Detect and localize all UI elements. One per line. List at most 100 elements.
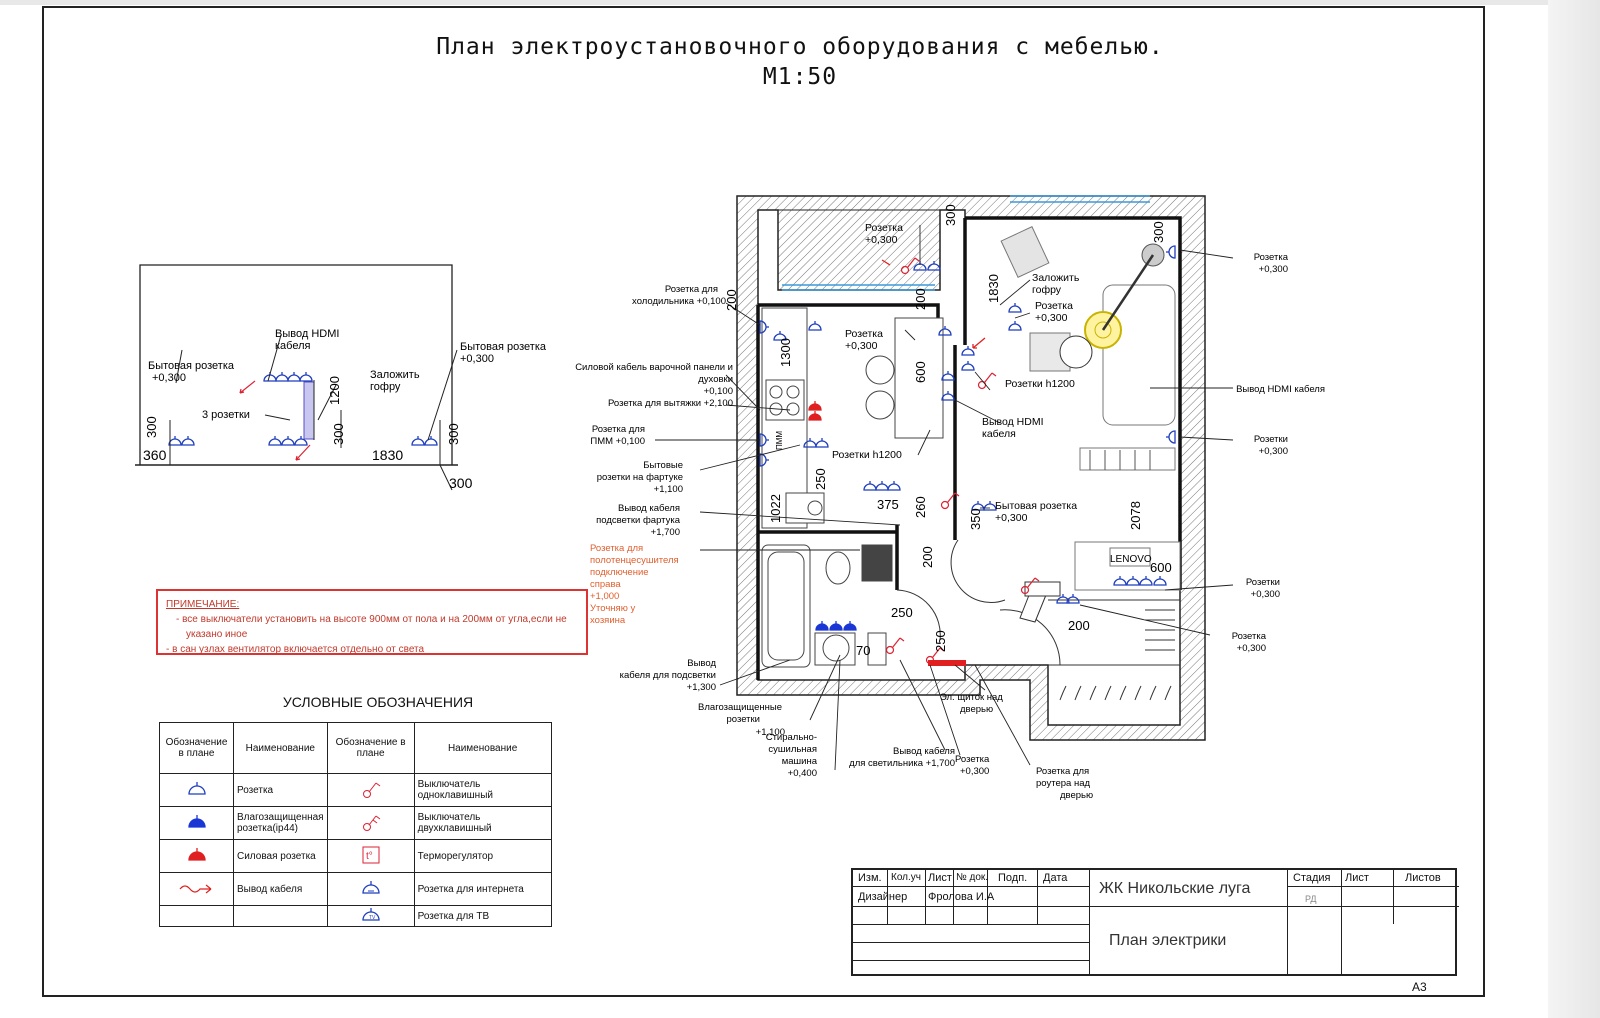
- lbl-balcony-1: Розетка: [865, 222, 903, 234]
- dim-300-a: 300: [943, 204, 958, 226]
- lbl-towel-7: хозяина: [590, 615, 626, 626]
- plan-right-labels: Розетка +0,300 Вывод HDMI кабеля Розетки…: [1232, 252, 1325, 654]
- elev-left-socket-2: +0,300: [152, 372, 186, 384]
- lbl-towel-6: Уточняю у: [590, 603, 635, 614]
- lbl-hob-3: +0,100: [704, 386, 733, 397]
- note-heading: ПРИМЕЧАНИЕ:: [166, 599, 240, 610]
- cable-outlet-icon: [159, 872, 234, 906]
- plan-power-sockets: [808, 400, 822, 421]
- stamp-sheet-name: План электрики: [1109, 932, 1227, 949]
- leader-lines: [655, 225, 1234, 771]
- lbl-kitchen-h1200: Розетки h1200: [832, 449, 902, 461]
- lbl-lamp-1: Вывод кабеля: [893, 746, 955, 757]
- title-line-1: План электроустановочного оборудования с…: [436, 34, 1164, 60]
- lbl-light-3: +1,700: [651, 527, 680, 538]
- legend-title: УСЛОВНЫЕ ОБОЗНАЧЕНИЯ: [282, 694, 474, 710]
- lbl-fridge-2: холодильника +0,100: [632, 296, 726, 307]
- stamp-h-ndok: № док.: [956, 872, 989, 883]
- legend-empty-cell: [159, 905, 234, 927]
- legend-table: Обозначение в плане Наименование Обознач…: [159, 722, 552, 927]
- dim-2078: 2078: [1128, 501, 1143, 530]
- cable-channel: [303, 381, 315, 440]
- legend-row: TV Розетка для ТВ: [159, 905, 552, 927]
- lbl-r-top-2: +0,300: [1259, 264, 1288, 275]
- legend-header: Обозначение в плане: [159, 722, 234, 774]
- stair-lines: [1089, 450, 1151, 470]
- lbl-kitchen-sock-2: +0,300: [845, 340, 878, 352]
- lbl-mirror-3: +1,300: [687, 682, 716, 693]
- thermostat-icon: t°: [326, 839, 415, 873]
- dim-200-a: 200: [724, 289, 739, 311]
- stamp-h-podp: Подп.: [998, 872, 1028, 884]
- drawing-title: План электроустановочного оборудования с…: [420, 32, 1180, 92]
- towel-rail-note: Розетка для полотенцесушителя подключени…: [590, 543, 679, 626]
- dim-250-a: 250: [813, 468, 828, 490]
- lbl-pmm-1: Розетка для: [592, 424, 645, 435]
- lbl-hall-sock-1: Бытовая розетка: [995, 500, 1077, 512]
- lbl-towel-2: полотенцесушителя: [590, 555, 679, 566]
- stamp-h-sheet: Лист: [1345, 872, 1369, 884]
- elev-dim-360: 360: [143, 447, 167, 463]
- lbl-fridge-1: Розетка для: [665, 284, 718, 295]
- elev-dim-300-right: 300: [446, 423, 461, 445]
- dim-250-b: 250: [891, 605, 913, 620]
- legend-header: Наименование: [233, 722, 328, 774]
- dim-200-d: 200: [1068, 618, 1090, 633]
- lbl-washer-1: Стирально-: [766, 732, 817, 743]
- sheet-frame: [42, 6, 1485, 997]
- lbl-room-sock-1: Розетка: [1035, 300, 1073, 312]
- lbl-wet-3: +1,100: [756, 727, 785, 738]
- elev-dim-300-bottom: 300: [449, 475, 473, 491]
- elev-dim-1200: 1200: [327, 376, 342, 405]
- lbl-router-1: Розетка для: [1036, 766, 1089, 777]
- legend-label: Влагозащищенная розетка(ip44): [233, 806, 328, 840]
- lbl-r-low-2: +0,300: [1251, 589, 1280, 600]
- stamp-h-kol: Кол.уч: [891, 872, 921, 883]
- windows: [782, 195, 1150, 291]
- dim-1300: 1300: [778, 338, 793, 367]
- stamp-h-list: Лист: [928, 872, 952, 884]
- lbl-lamp-2: для светильника +1,700: [849, 758, 955, 769]
- dim-350: 350: [968, 508, 983, 530]
- legend-row: Вывод кабеля Розетка для интернета: [159, 872, 552, 906]
- legend-row: Влагозащищенная розетка(ip44) Выключател…: [159, 806, 552, 840]
- lbl-r-bot-1: Розетка: [1232, 631, 1267, 642]
- lbl-hob-1: Силовой кабель варочной панели и: [575, 362, 733, 373]
- legend-label: Силовая розетка: [233, 839, 328, 873]
- right-edge: [1548, 0, 1600, 1018]
- legend-header-row: Обозначение в плане Наименование Обознач…: [159, 722, 552, 774]
- lbl-mirror-1: Вывод: [687, 658, 716, 669]
- lbl-light-2: подсветки фартука: [596, 515, 681, 526]
- dim-200-c: 200: [920, 546, 935, 568]
- wardrobe: [1048, 599, 1180, 701]
- elev-right-socket-2: +0,300: [460, 353, 494, 365]
- legend-row: Розетка Выключатель одноклавишный: [159, 773, 552, 807]
- legend-label: Терморегулятор: [413, 839, 552, 873]
- lbl-mirror-2: кабеля для подсветки: [620, 670, 716, 681]
- lbl-hob-2: духовки: [698, 374, 733, 385]
- note-line-2: указано иное: [186, 629, 248, 640]
- wall-elevation: Вывод HDMI кабеля Бытовая розетка +0,300…: [135, 264, 547, 491]
- legend-label: Выключатель одноклавишный: [413, 773, 552, 807]
- lbl-washer-3: машина: [782, 756, 818, 767]
- legend-label: Розетка для ТВ: [413, 905, 552, 927]
- plan-left-labels: Розетка для холодильника +0,100 Силовой …: [575, 284, 955, 779]
- plan-dimensions: 300 300 200 200 1830 1300 600 1022 250 3…: [724, 204, 1172, 658]
- elev-hdmi-2: кабеля: [275, 340, 311, 352]
- pmm-tag: ПММ: [775, 431, 784, 450]
- stamp-h-izm: Изм.: [858, 872, 882, 884]
- svg-text:t°: t°: [366, 851, 373, 862]
- plan-cable-outlets: [881, 259, 986, 666]
- tv-socket-icon: TV: [326, 905, 415, 927]
- legend-label: [233, 905, 328, 927]
- lbl-wet-2: розетки: [727, 714, 761, 725]
- lbl-balcony-2: +0,300: [865, 234, 898, 246]
- lbl-washer-2: сушильная: [768, 744, 817, 755]
- lbl-r-top-1: Розетка: [1254, 252, 1289, 263]
- double-switch-icon: [326, 806, 415, 840]
- note-line-1: - все выключатели установить на высоте 9…: [176, 614, 567, 625]
- legend-label: Вывод кабеля: [233, 872, 328, 906]
- dim-1830: 1830: [986, 274, 1001, 303]
- legend-row: Силовая розетка t° Терморегулятор: [159, 839, 552, 873]
- lbl-room-hdmi-1: Вывод HDMI: [982, 416, 1044, 428]
